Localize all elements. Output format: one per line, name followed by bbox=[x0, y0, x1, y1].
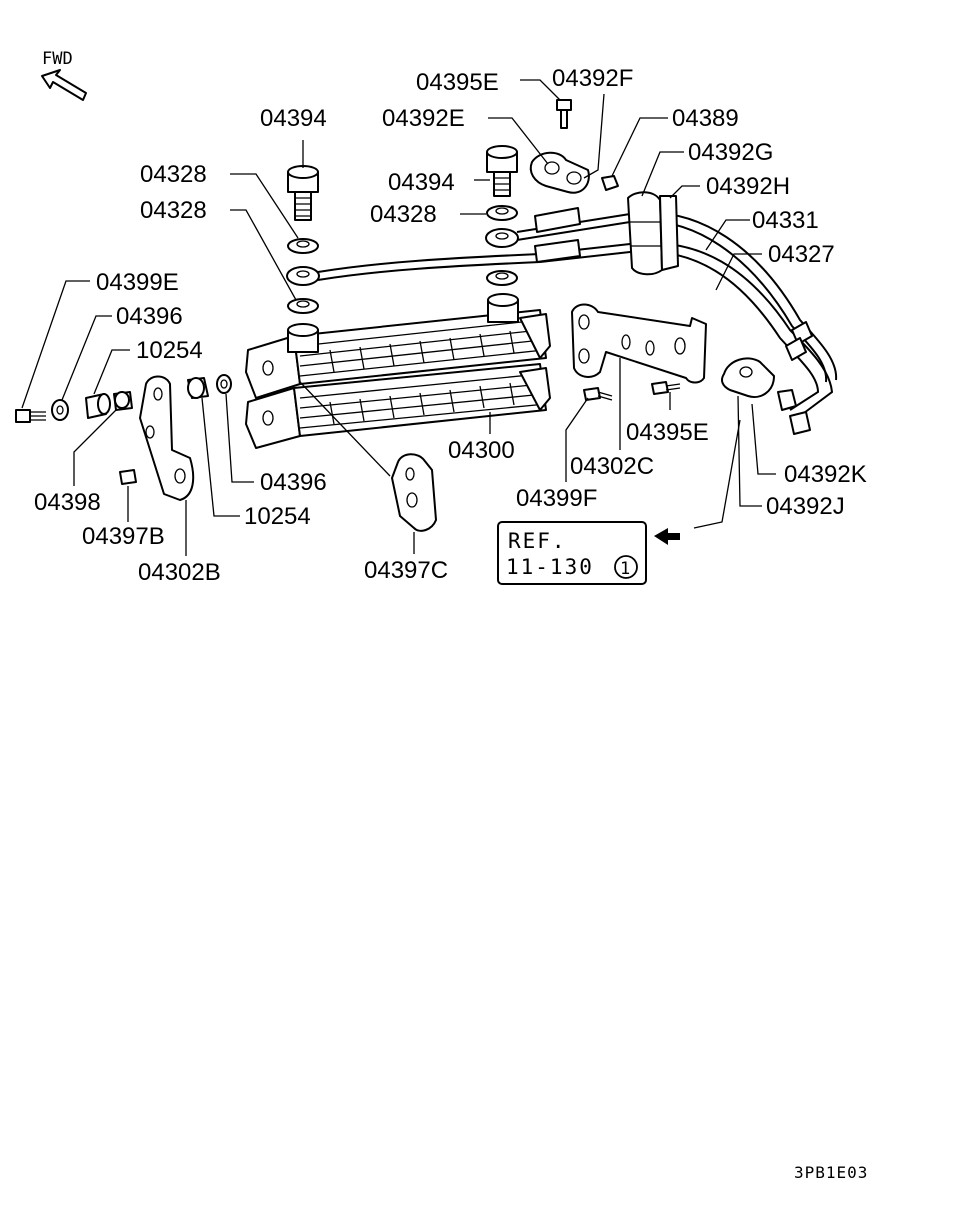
reference-box[interactable]: REF. 11-130 1 bbox=[497, 521, 647, 585]
callout-04394-left: 04394 bbox=[260, 105, 327, 132]
hose-clamp-04392G bbox=[627, 191, 663, 276]
washer-left-lower bbox=[287, 298, 319, 314]
fwd-arrow-icon bbox=[41, 69, 87, 101]
reference-line1: REF. bbox=[508, 529, 567, 553]
hose-clamp-04392E bbox=[529, 151, 590, 194]
reference-arrow-icon bbox=[654, 528, 680, 545]
pipe-flare-nut-b bbox=[789, 411, 811, 435]
bushing-10254-right bbox=[187, 377, 209, 399]
callout-04392F: 04392F bbox=[552, 65, 633, 92]
callout-04328-c: 04328 bbox=[370, 201, 437, 228]
callout-04397C: 04397C bbox=[364, 557, 448, 584]
bolt-04395E-mid bbox=[651, 381, 681, 395]
callout-04300: 04300 bbox=[448, 437, 515, 464]
callout-04398: 04398 bbox=[34, 489, 101, 516]
callout-04399F: 04399F bbox=[516, 485, 597, 512]
banjo-bolt-mid bbox=[486, 145, 518, 197]
bolt-04395E-top bbox=[556, 99, 572, 129]
washer-04396-right bbox=[216, 374, 232, 394]
eye-fitting-left bbox=[286, 266, 320, 286]
callout-04397B: 04397B bbox=[82, 523, 165, 550]
reference-circled-number: 1 bbox=[620, 559, 632, 579]
callout-04331: 04331 bbox=[752, 207, 819, 234]
callout-04392G: 04392G bbox=[688, 139, 773, 166]
bracket-04397C bbox=[391, 453, 437, 532]
drawing-code: 3PB1E03 bbox=[794, 1163, 868, 1182]
callout-04302B: 04302B bbox=[138, 559, 221, 586]
fwd-label: FWD bbox=[42, 49, 73, 69]
oil-cooler bbox=[245, 293, 551, 449]
callout-04392H: 04392H bbox=[706, 173, 790, 200]
callout-04328-b: 04328 bbox=[140, 197, 207, 224]
callout-10254-b: 10254 bbox=[244, 503, 311, 530]
callout-04327: 04327 bbox=[768, 241, 835, 268]
eye-fitting-mid bbox=[485, 228, 519, 248]
callout-04328-a: 04328 bbox=[140, 161, 207, 188]
callout-04302C: 04302C bbox=[570, 453, 654, 480]
banjo-bolt-left bbox=[287, 165, 319, 221]
nut-04389 bbox=[601, 175, 619, 191]
callout-04394-mid: 04394 bbox=[388, 169, 455, 196]
leader-lines bbox=[21, 79, 776, 556]
callout-04392J: 04392J bbox=[766, 493, 845, 520]
pipe-flare-nut-a bbox=[777, 389, 797, 411]
bracket-04302B bbox=[139, 375, 195, 501]
callout-04396-a: 04396 bbox=[116, 303, 183, 330]
hose-sleeve-upper bbox=[534, 207, 581, 233]
pipe-clamp-04392K bbox=[721, 357, 775, 398]
callout-04396-b: 04396 bbox=[260, 469, 327, 496]
callout-04399E: 04399E bbox=[96, 269, 179, 296]
hose-sleeve-lower bbox=[534, 239, 581, 263]
hose-joint-b bbox=[785, 337, 807, 361]
collar-04398 bbox=[113, 391, 133, 411]
bolt-04397B bbox=[119, 469, 137, 485]
callout-04389: 04389 bbox=[672, 105, 739, 132]
hose-clamp-04392H bbox=[659, 195, 679, 271]
washer-mid-lower bbox=[486, 270, 518, 286]
washer-left-upper bbox=[287, 238, 319, 254]
callout-10254-a: 10254 bbox=[136, 337, 203, 364]
washer-04396-left bbox=[51, 399, 69, 421]
reference-line2: 11-130 bbox=[506, 555, 594, 579]
callout-04392E: 04392E bbox=[382, 105, 465, 132]
washer-mid-upper bbox=[486, 205, 518, 221]
bushing-10254-left bbox=[85, 393, 111, 419]
bolt-04399E bbox=[15, 409, 46, 423]
bracket-04302C bbox=[571, 303, 707, 384]
callout-04392K: 04392K bbox=[784, 461, 867, 488]
callout-04395E-mid: 04395E bbox=[626, 419, 709, 446]
bolt-04399F bbox=[583, 387, 613, 401]
callout-04395E-top: 04395E bbox=[416, 69, 499, 96]
